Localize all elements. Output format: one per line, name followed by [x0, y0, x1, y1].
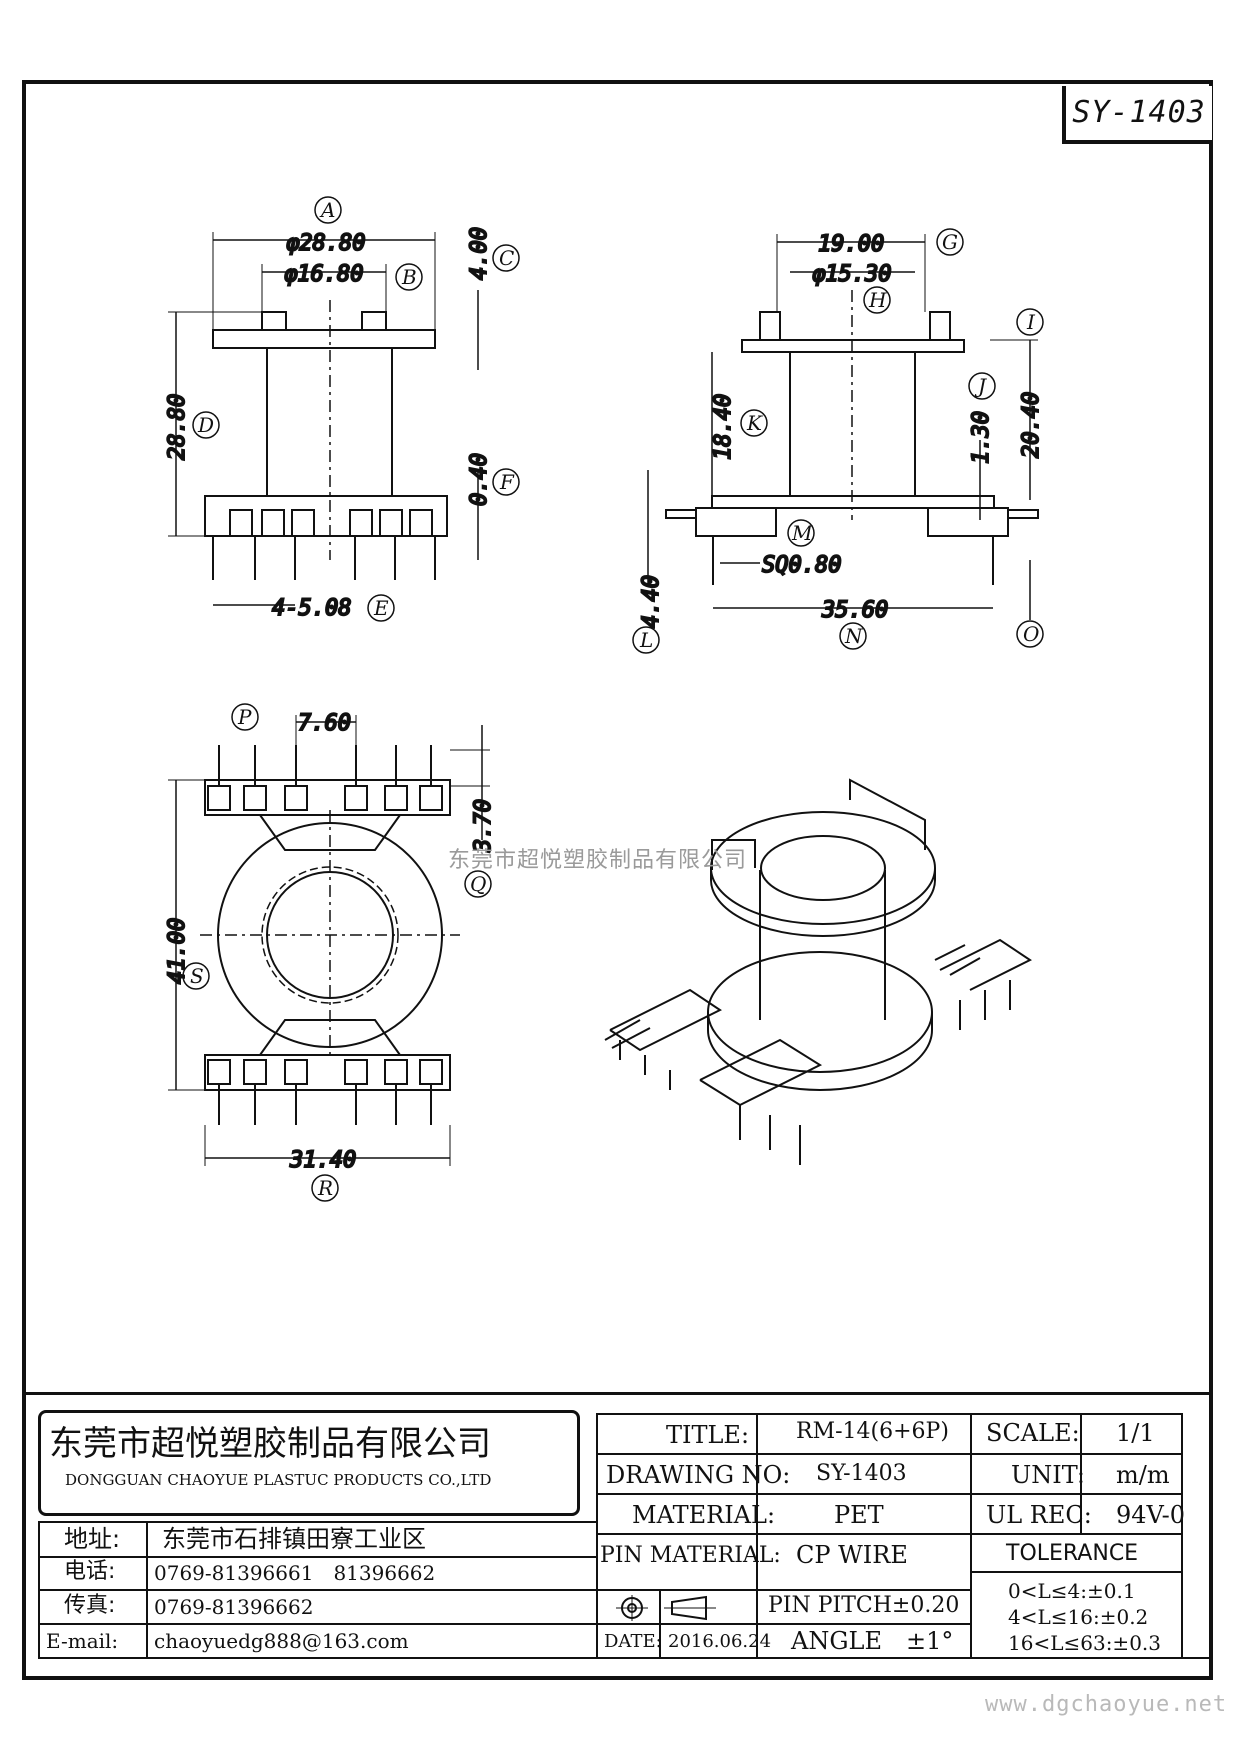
technical-drawing: φ28.80 φ16.80 4.00 28.80 0.40 4-5.08 19.…	[164, 196, 1045, 1202]
dim-r: 31.40	[289, 1148, 356, 1173]
email-value: chaoyuedg888@163.com	[154, 1629, 409, 1653]
label-o: O	[1023, 622, 1039, 646]
scale-value: 1/1	[1116, 1419, 1155, 1447]
dim-l: 4.40	[639, 575, 664, 628]
ul-value: 94V-0	[1116, 1501, 1186, 1529]
label-f: F	[499, 470, 515, 494]
dim-h: φ15.30	[812, 262, 891, 287]
drawing-number-tag: SY-1403	[1062, 86, 1212, 144]
label-q: Q	[470, 872, 486, 896]
dim-q: 3.70	[471, 799, 496, 853]
dim-k: 18.40	[711, 394, 736, 460]
label-p: P	[237, 705, 252, 729]
side-view	[647, 234, 1039, 620]
label-b: B	[401, 265, 417, 289]
address-value: 东莞市石排镇田寮工业区	[162, 1525, 426, 1553]
pin-material-label: PIN MATERIAL:	[600, 1543, 781, 1568]
dim-s: 41.00	[165, 918, 190, 984]
material-label: MATERIAL:	[632, 1501, 776, 1529]
label-g: G	[942, 230, 958, 254]
isometric-view	[604, 778, 1032, 1165]
company-name-en: DONGGUAN CHAOYUE PLASTUC PRODUCTS CO.,LT…	[65, 1471, 492, 1489]
drawing-no-value: SY-1403	[816, 1461, 907, 1486]
label-h: H	[868, 288, 887, 312]
material-value: PET	[834, 1501, 884, 1529]
tolerance-row-3: 16<L≤63:±0.3	[1008, 1631, 1161, 1655]
drawing-sheet-border	[22, 80, 1213, 1680]
unit-label: UNIT:	[1011, 1461, 1085, 1489]
front-view	[168, 232, 479, 606]
tolerance-label: TOLERANCE	[1006, 1541, 1139, 1566]
label-s: S	[190, 964, 204, 988]
drawing-no-label: DRAWING NO:	[606, 1461, 791, 1489]
label-m: M	[791, 521, 813, 545]
email-label: E-mail:	[46, 1629, 119, 1653]
watermark: 东莞市超悦塑胶制品有限公司	[448, 848, 748, 873]
dim-p: 7.60	[298, 711, 351, 736]
pin-material-value: CP WIRE	[796, 1541, 908, 1569]
angle-tolerance: ANGLE ±1°	[791, 1627, 954, 1655]
tel-value: 0769-81396661 81396662	[154, 1561, 436, 1585]
title-block: 东莞市超悦塑胶制品有限公司 DONGGUAN CHAOYUE PLASTUC P…	[26, 1392, 1210, 1679]
fax-value: 0769-81396662	[154, 1595, 314, 1619]
tolerance-row-2: 4<L≤16:±0.2	[1008, 1605, 1149, 1629]
address-label: 地址:	[64, 1525, 121, 1553]
bottom-view	[168, 715, 490, 1166]
dim-n: 35.60	[821, 598, 888, 623]
scale-label: SCALE:	[986, 1419, 1080, 1447]
website-watermark: www.dgchaoyue.net	[985, 1692, 1228, 1717]
dim-e: 4-5.08	[272, 596, 351, 621]
label-r: R	[317, 1176, 333, 1200]
dim-c: 4.00	[467, 227, 492, 280]
fax-label: 传真:	[64, 1593, 116, 1618]
dim-f: 0.40	[467, 453, 492, 506]
dim-g: 19.00	[818, 232, 884, 257]
label-a: A	[319, 198, 335, 222]
company-name-cn: 东莞市超悦塑胶制品有限公司	[49, 1424, 491, 1464]
tel-label: 电话:	[64, 1559, 116, 1584]
dim-m: SQ0.80	[762, 553, 841, 578]
title-value: RM-14(6+6P)	[796, 1419, 949, 1444]
dim-d: 28.80	[165, 394, 190, 460]
ul-label: UL REC:	[986, 1501, 1092, 1529]
tolerance-row-1: 0<L≤4:±0.1	[1008, 1579, 1136, 1603]
label-balloons	[182, 196, 1044, 1202]
date-label: DATE:	[604, 1631, 662, 1652]
company-box: 东莞市超悦塑胶制品有限公司 DONGGUAN CHAOYUE PLASTUC P…	[38, 1410, 580, 1516]
label-l: L	[639, 628, 653, 652]
dim-a: φ28.80	[286, 231, 365, 256]
dim-j: 1.30	[969, 411, 994, 464]
label-d: D	[197, 413, 214, 437]
label-e: E	[373, 596, 389, 620]
unit-value: m/m	[1116, 1461, 1170, 1489]
label-c: C	[499, 246, 514, 270]
label-n: N	[844, 624, 864, 648]
projection-symbol-icon	[616, 1595, 716, 1621]
dim-b: φ16.80	[284, 262, 363, 287]
label-i: I	[1026, 310, 1036, 334]
pin-pitch: PIN PITCH±0.20	[768, 1593, 960, 1618]
date-value: 2016.06.24	[668, 1631, 772, 1652]
label-k: K	[746, 411, 763, 435]
dim-i: 20.40	[1019, 392, 1044, 458]
label-j: J	[974, 374, 987, 398]
title-label: TITLE:	[666, 1421, 750, 1449]
